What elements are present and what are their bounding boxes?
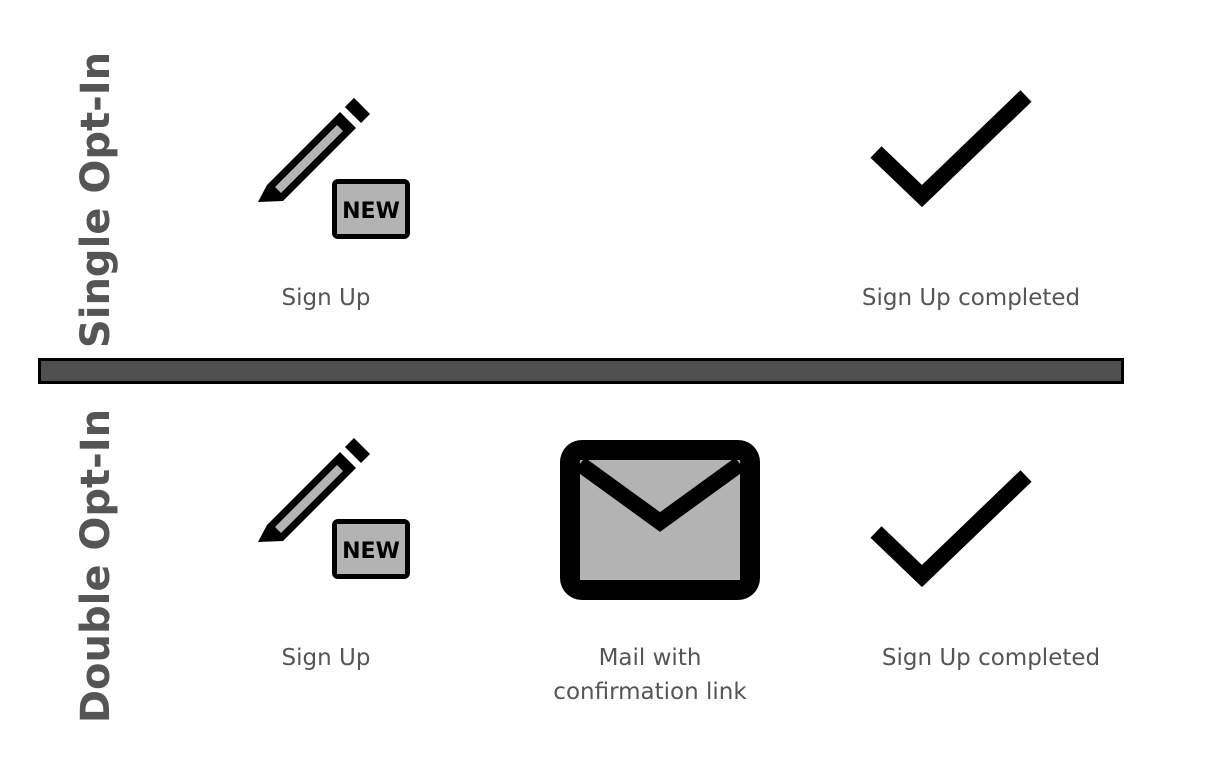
single-complete-label: Sign Up completed <box>861 285 1081 311</box>
double-opt-in-title: Double Opt-In <box>73 408 119 724</box>
new-badge-text: NEW <box>342 199 400 224</box>
new-badge-text: NEW <box>342 539 400 564</box>
checkmark-icon <box>870 470 1032 588</box>
single-signup-label: Sign Up <box>281 285 371 311</box>
checkmark-icon <box>870 90 1032 208</box>
envelope-icon <box>560 440 760 600</box>
pencil-icon <box>258 438 370 542</box>
pencil-new-icon: NEW <box>258 438 410 579</box>
mail-label-line-2: confirmation link <box>553 679 747 705</box>
row-divider <box>38 358 1124 384</box>
double-complete-label: Sign Up completed <box>881 645 1101 671</box>
pencil-icon <box>258 98 370 202</box>
double-mail-label: Mail with confirmation link <box>553 641 746 709</box>
mail-label-line-1: Mail with <box>598 645 702 671</box>
single-opt-in-title: Single Opt-In <box>73 51 119 349</box>
double-signup-label: Sign Up <box>281 645 371 671</box>
pencil-new-icon: NEW <box>258 98 410 239</box>
